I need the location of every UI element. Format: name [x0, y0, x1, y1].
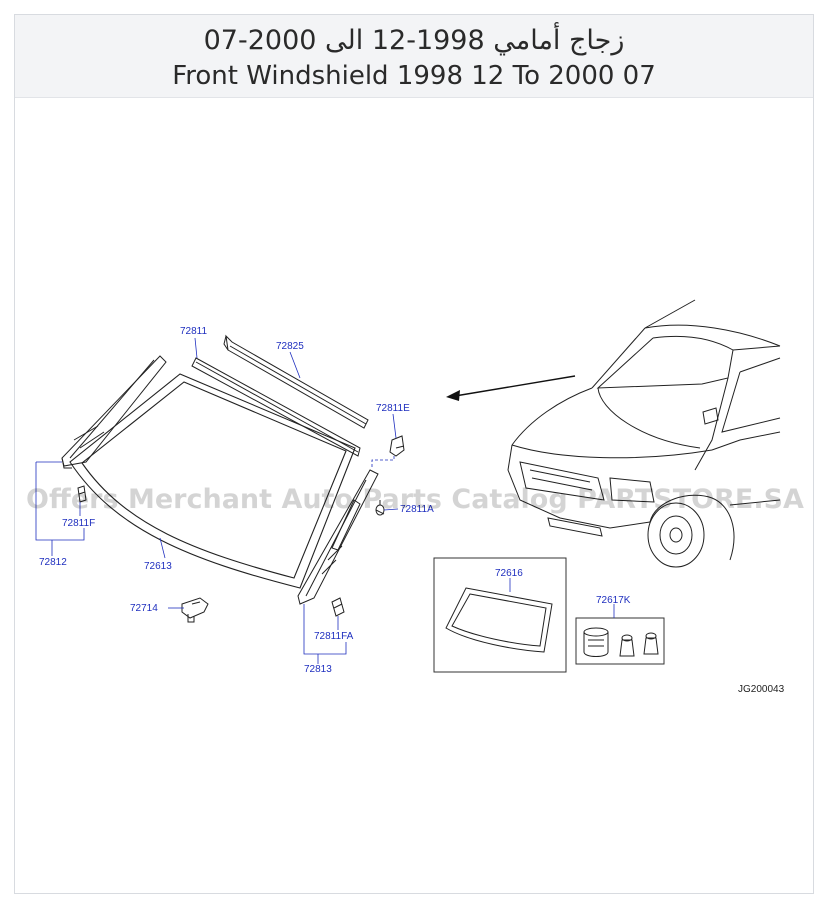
label-72811f[interactable]: 72811F: [62, 518, 95, 529]
label-72811fa[interactable]: 72811FA: [314, 631, 354, 642]
page-header: زجاج أمامي 1998-12 الى 2000-07 Front Win…: [15, 15, 813, 98]
inset-box-72617k: [575, 604, 665, 665]
label-72825[interactable]: 72825: [276, 341, 304, 352]
label-72811e[interactable]: 72811E: [376, 403, 410, 414]
label-72812[interactable]: 72812: [39, 557, 67, 568]
title-english: Front Windshield 1998 12 To 2000 07: [172, 61, 656, 91]
right-side-moulding: [297, 469, 379, 605]
roof-moulding: [223, 334, 369, 429]
label-72813[interactable]: 72813: [304, 664, 332, 675]
car-illustration: [507, 299, 781, 568]
clip-72811e: [389, 435, 405, 457]
leader-lines: [35, 337, 399, 664]
left-side-moulding: [61, 355, 167, 469]
label-72617k[interactable]: 72617K: [596, 595, 631, 606]
label-72811a[interactable]: 72811A: [400, 504, 434, 515]
upper-moulding: [191, 357, 361, 457]
label-72811[interactable]: 72811: [180, 326, 208, 337]
diagram-code: JG200043: [738, 684, 785, 695]
clip-72811fa: [331, 597, 345, 617]
watermark: Offers Merchant Auto Parts Catalog PARTS…: [26, 484, 804, 515]
label-72613[interactable]: 72613: [144, 561, 172, 572]
title-arabic: زجاج أمامي 1998-12 الى 2000-07: [203, 25, 625, 56]
inset-box-72616: [433, 557, 567, 673]
label-72714[interactable]: 72714: [130, 603, 158, 614]
spacer-72714: [181, 597, 209, 623]
label-72616[interactable]: 72616: [495, 568, 523, 579]
windshield-glass: [69, 373, 356, 589]
clip-72811f: [77, 485, 87, 503]
direction-arrow: [446, 375, 576, 401]
